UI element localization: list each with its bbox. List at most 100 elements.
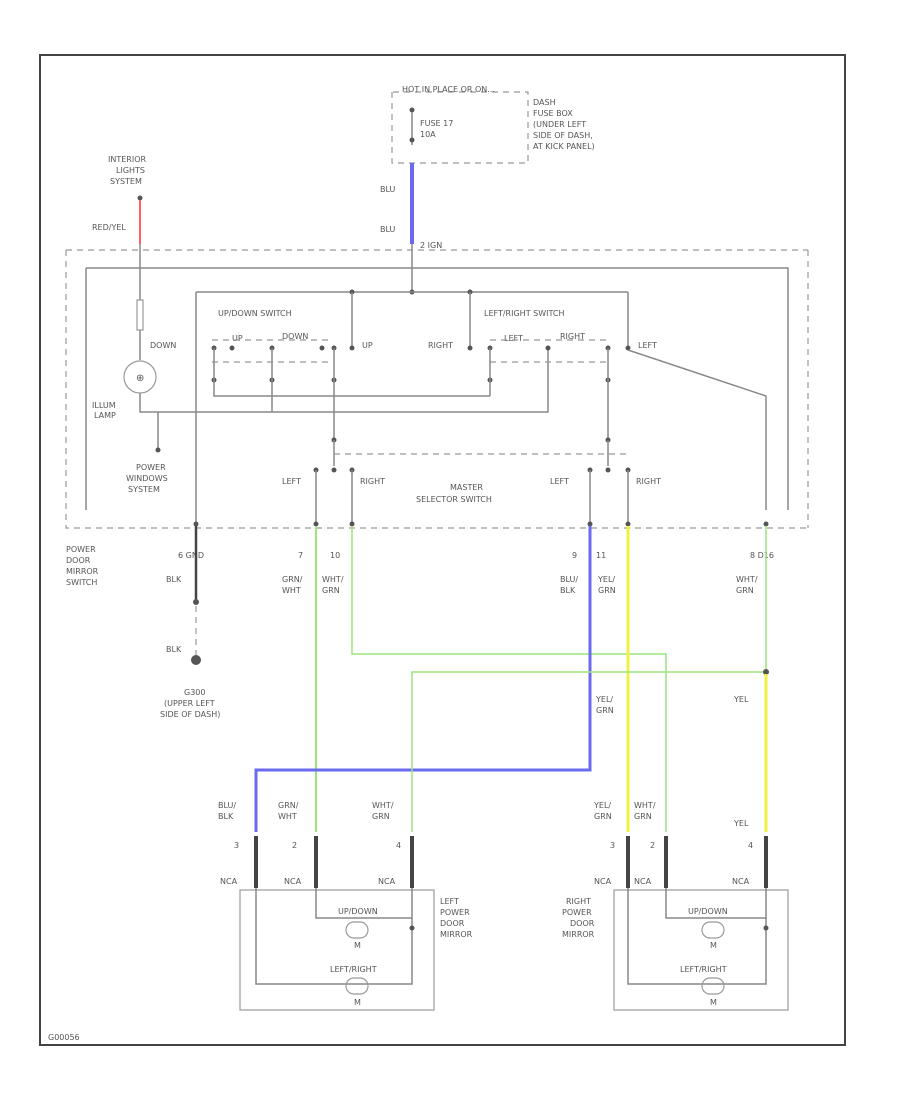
mirror-switch-label: POWER DOOR MIRROR SWITCH bbox=[66, 545, 99, 587]
svg-text:NCA: NCA bbox=[220, 877, 238, 886]
gnd-connector bbox=[193, 599, 199, 605]
svg-text:GRN: GRN bbox=[634, 812, 652, 821]
rm-leftright-label: LEFT/RIGHT bbox=[680, 965, 727, 974]
rm-leftright-m: M bbox=[710, 998, 717, 1007]
rm-node bbox=[763, 925, 769, 931]
pin-ign: 2 IGN bbox=[420, 241, 442, 250]
left-mirror-connectors bbox=[254, 836, 414, 888]
svg-text:2: 2 bbox=[650, 841, 655, 850]
sel-left-1: LEFT bbox=[282, 477, 301, 486]
svg-text:3: 3 bbox=[234, 841, 239, 850]
svg-text:LIGHTS: LIGHTS bbox=[116, 166, 145, 175]
right-mirror-wire-labels: YEL/GRN WHT/GRN YEL bbox=[593, 801, 749, 828]
svg-text:4: 4 bbox=[748, 841, 753, 850]
lr-right-small: RIGHT bbox=[560, 332, 585, 341]
svg-text:MIRROR: MIRROR bbox=[440, 930, 473, 939]
svg-text:DOOR: DOOR bbox=[440, 919, 465, 928]
lamp-resistor bbox=[136, 299, 144, 331]
svg-text:GRN/: GRN/ bbox=[282, 575, 303, 584]
pin-10-label: 10 bbox=[330, 551, 340, 560]
lm-leftright-m: M bbox=[354, 998, 361, 1007]
svg-text:4: 4 bbox=[396, 841, 401, 850]
right-mirror-label: RIGHT POWER DOOR MIRROR bbox=[562, 897, 595, 939]
updown-down-label: DOWN bbox=[150, 341, 176, 350]
left-mirror-pins: 3 2 4 bbox=[234, 841, 401, 850]
svg-text:FUSE BOX: FUSE BOX bbox=[533, 109, 573, 118]
outer-bus bbox=[86, 267, 789, 510]
svg-text:DOOR: DOOR bbox=[66, 556, 91, 565]
mirror-switch-boundary bbox=[65, 249, 809, 529]
lm-updown-label: UP/DOWN bbox=[338, 907, 378, 916]
svg-text:POWER: POWER bbox=[136, 463, 166, 472]
splice-point bbox=[763, 669, 769, 675]
svg-text:(UNDER LEFT: (UNDER LEFT bbox=[533, 120, 586, 129]
svg-text:NCA: NCA bbox=[732, 877, 750, 886]
svg-text:YEL/: YEL/ bbox=[593, 801, 611, 810]
lr-right-label: RIGHT bbox=[428, 341, 453, 350]
svg-text:SWITCH: SWITCH bbox=[66, 578, 97, 587]
lm-updown-loop bbox=[315, 888, 413, 919]
svg-text:POWER: POWER bbox=[66, 545, 96, 554]
svg-text:NCA: NCA bbox=[594, 877, 612, 886]
svg-text:YEL/: YEL/ bbox=[595, 695, 613, 704]
blu-wire-label-2: BLU bbox=[380, 225, 396, 234]
right-mirror-connectors bbox=[626, 836, 768, 888]
svg-text:GRN: GRN bbox=[596, 706, 614, 715]
svg-text:GRN: GRN bbox=[322, 586, 340, 595]
left-mirror-wire-labels: BLU/BLK GRN/WHT WHT/GRN bbox=[218, 801, 394, 821]
svg-text:BLK: BLK bbox=[560, 586, 576, 595]
svg-text:WHT/: WHT/ bbox=[322, 575, 344, 584]
pin-gnd-label: 6 GND bbox=[178, 551, 204, 560]
gnd-wire-label-2: BLK bbox=[166, 645, 182, 654]
right-mirror-box bbox=[613, 889, 789, 1011]
left-mirror-box bbox=[239, 889, 435, 1011]
gnd-wire-label: BLK bbox=[166, 575, 182, 584]
fuse-name: FUSE 17 bbox=[420, 119, 453, 128]
svg-text:WHT: WHT bbox=[282, 586, 301, 595]
hot-label: HOT IN PLACE OR ON... bbox=[402, 85, 495, 94]
svg-text:MASTER: MASTER bbox=[450, 483, 483, 492]
updown-lower-bus bbox=[213, 348, 490, 397]
svg-text:NCA: NCA bbox=[284, 877, 302, 886]
selector-switch-label: MASTER SELECTOR SWITCH bbox=[416, 483, 492, 504]
svg-text:NCA: NCA bbox=[634, 877, 652, 886]
svg-text:3: 3 bbox=[610, 841, 615, 850]
pin-11-label: 11 bbox=[596, 551, 606, 560]
left-mirror-label: LEFT POWER DOOR MIRROR bbox=[440, 897, 473, 939]
updown-contacts bbox=[211, 345, 355, 383]
blu-blk-wire bbox=[254, 526, 592, 832]
svg-text:WHT/: WHT/ bbox=[372, 801, 394, 810]
lamp-symbol: ⊕ bbox=[136, 373, 144, 384]
svg-text:SYSTEM: SYSTEM bbox=[110, 177, 142, 186]
lm-leftright-motor-icon bbox=[345, 977, 369, 995]
diagram-id: G00056 bbox=[48, 1033, 80, 1042]
pin-d16-label: 8 D16 bbox=[750, 551, 774, 560]
lm-updown-m: M bbox=[354, 941, 361, 950]
updown-up-label: UP bbox=[362, 341, 373, 350]
svg-text:SIDE OF DASH,: SIDE OF DASH, bbox=[533, 131, 593, 140]
interior-lights-terminal bbox=[137, 195, 143, 201]
ground-location-label: G300 (UPPER LEFT SIDE OF DASH) bbox=[160, 688, 220, 719]
svg-text:SYSTEM: SYSTEM bbox=[128, 485, 160, 494]
svg-text:BLK: BLK bbox=[218, 812, 234, 821]
illum-lamp-label-2: LAMP bbox=[94, 411, 116, 420]
right-mirror-pins: 3 2 4 bbox=[610, 841, 753, 850]
rm-updown-m: M bbox=[710, 941, 717, 950]
interior-lights-label: INTERIOR LIGHTS SYSTEM bbox=[108, 155, 147, 186]
svg-text:G300: G300 bbox=[184, 688, 205, 697]
sel-right-1: RIGHT bbox=[360, 477, 385, 486]
svg-text:DASH: DASH bbox=[533, 98, 556, 107]
lm-node bbox=[409, 925, 415, 931]
svg-text:GRN: GRN bbox=[736, 586, 754, 595]
pin-7-label: 7 bbox=[298, 551, 303, 560]
wht-grn-wire-1 bbox=[351, 526, 667, 832]
svg-text:LEFT: LEFT bbox=[440, 897, 459, 906]
lamp-return bbox=[139, 393, 196, 413]
fuse-box-note: DASH FUSE BOX (UNDER LEFT SIDE OF DASH, … bbox=[533, 98, 595, 151]
svg-text:YEL/: YEL/ bbox=[597, 575, 615, 584]
rm-updown-motor-icon bbox=[701, 921, 725, 939]
svg-text:POWER: POWER bbox=[562, 908, 592, 917]
leftright-contacts bbox=[467, 345, 631, 383]
svg-text:SELECTOR SWITCH: SELECTOR SWITCH bbox=[416, 495, 492, 504]
svg-text:POWER: POWER bbox=[440, 908, 470, 917]
